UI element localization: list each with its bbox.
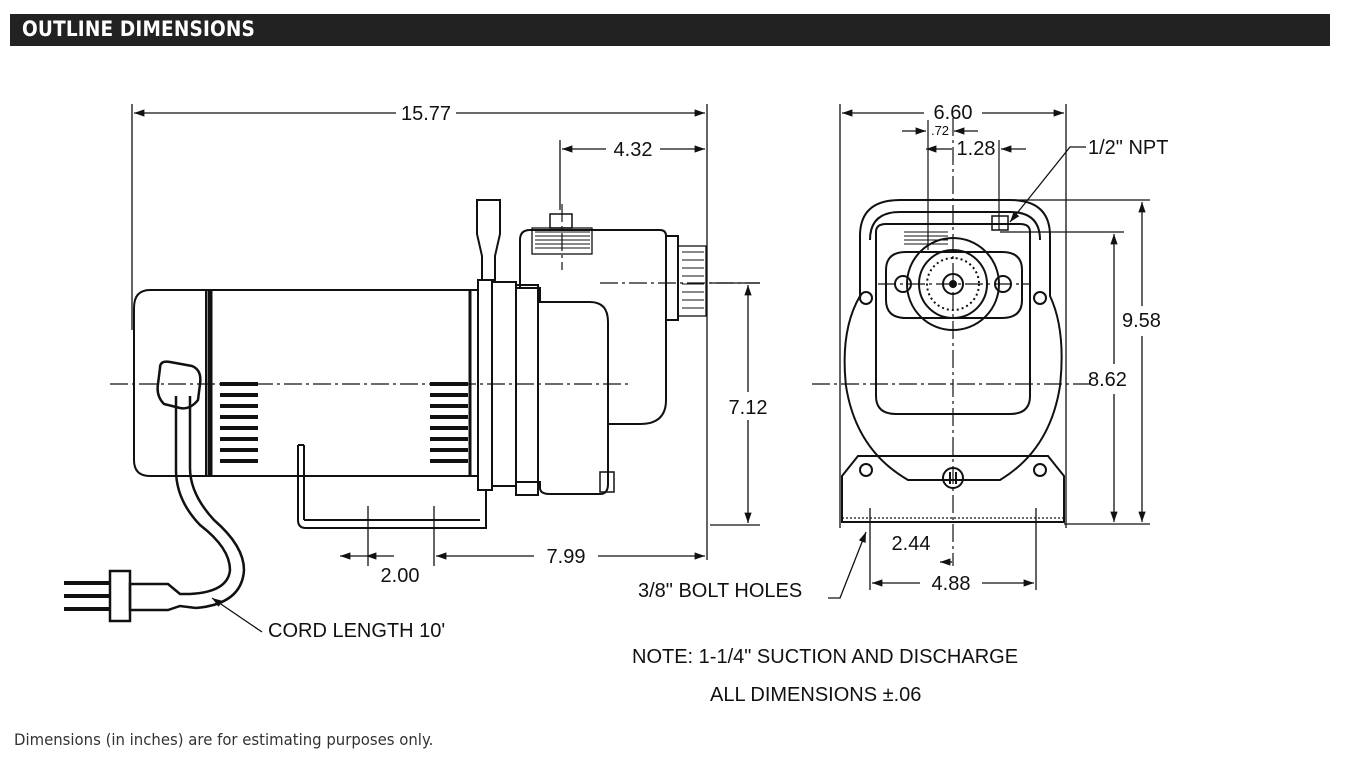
dim-hole-to-end: 7.99 [547,546,586,568]
note-tolerance: ALL DIMENSIONS ±.06 [710,684,921,706]
dim-base-hole-spacing: 2.00 [381,565,420,587]
dim-overall-width: 6.60 [934,102,973,124]
power-cord [64,396,263,633]
section-title: OUTLINE DIMENSIONS [22,17,256,41]
side-dimension-lines [134,109,760,566]
dim-center-height: 8.62 [1088,369,1127,391]
dim-overall-length: 15.77 [401,103,451,125]
front-thread-hatching [904,231,948,245]
dim-half-hole-spacing: 2.44 [892,533,931,555]
section-header: OUTLINE DIMENSIONS [10,14,1330,46]
npt-label: 1/2" NPT [1088,137,1168,159]
front-view [812,104,1090,566]
bolt-holes-label: 3/8" BOLT HOLES [638,580,802,602]
dim-discharge-offset: 4.32 [614,139,653,161]
side-view [110,104,760,560]
dim-port-offset: 1.28 [957,138,996,160]
front-dimension-lines [828,109,1150,599]
thread-hatching [535,231,704,309]
dim-small-offset: .72 [931,123,949,138]
cord-length-label: CORD LENGTH 10' [268,620,445,642]
note-suction-discharge: NOTE: 1-1/4" SUCTION AND DISCHARGE [632,646,1018,668]
footnote: Dimensions (in inches) are for estimatin… [14,730,434,749]
dim-height-to-suction: 7.12 [729,397,768,419]
dim-overall-height: 9.58 [1122,310,1161,332]
dim-hole-spacing: 4.88 [932,573,971,595]
